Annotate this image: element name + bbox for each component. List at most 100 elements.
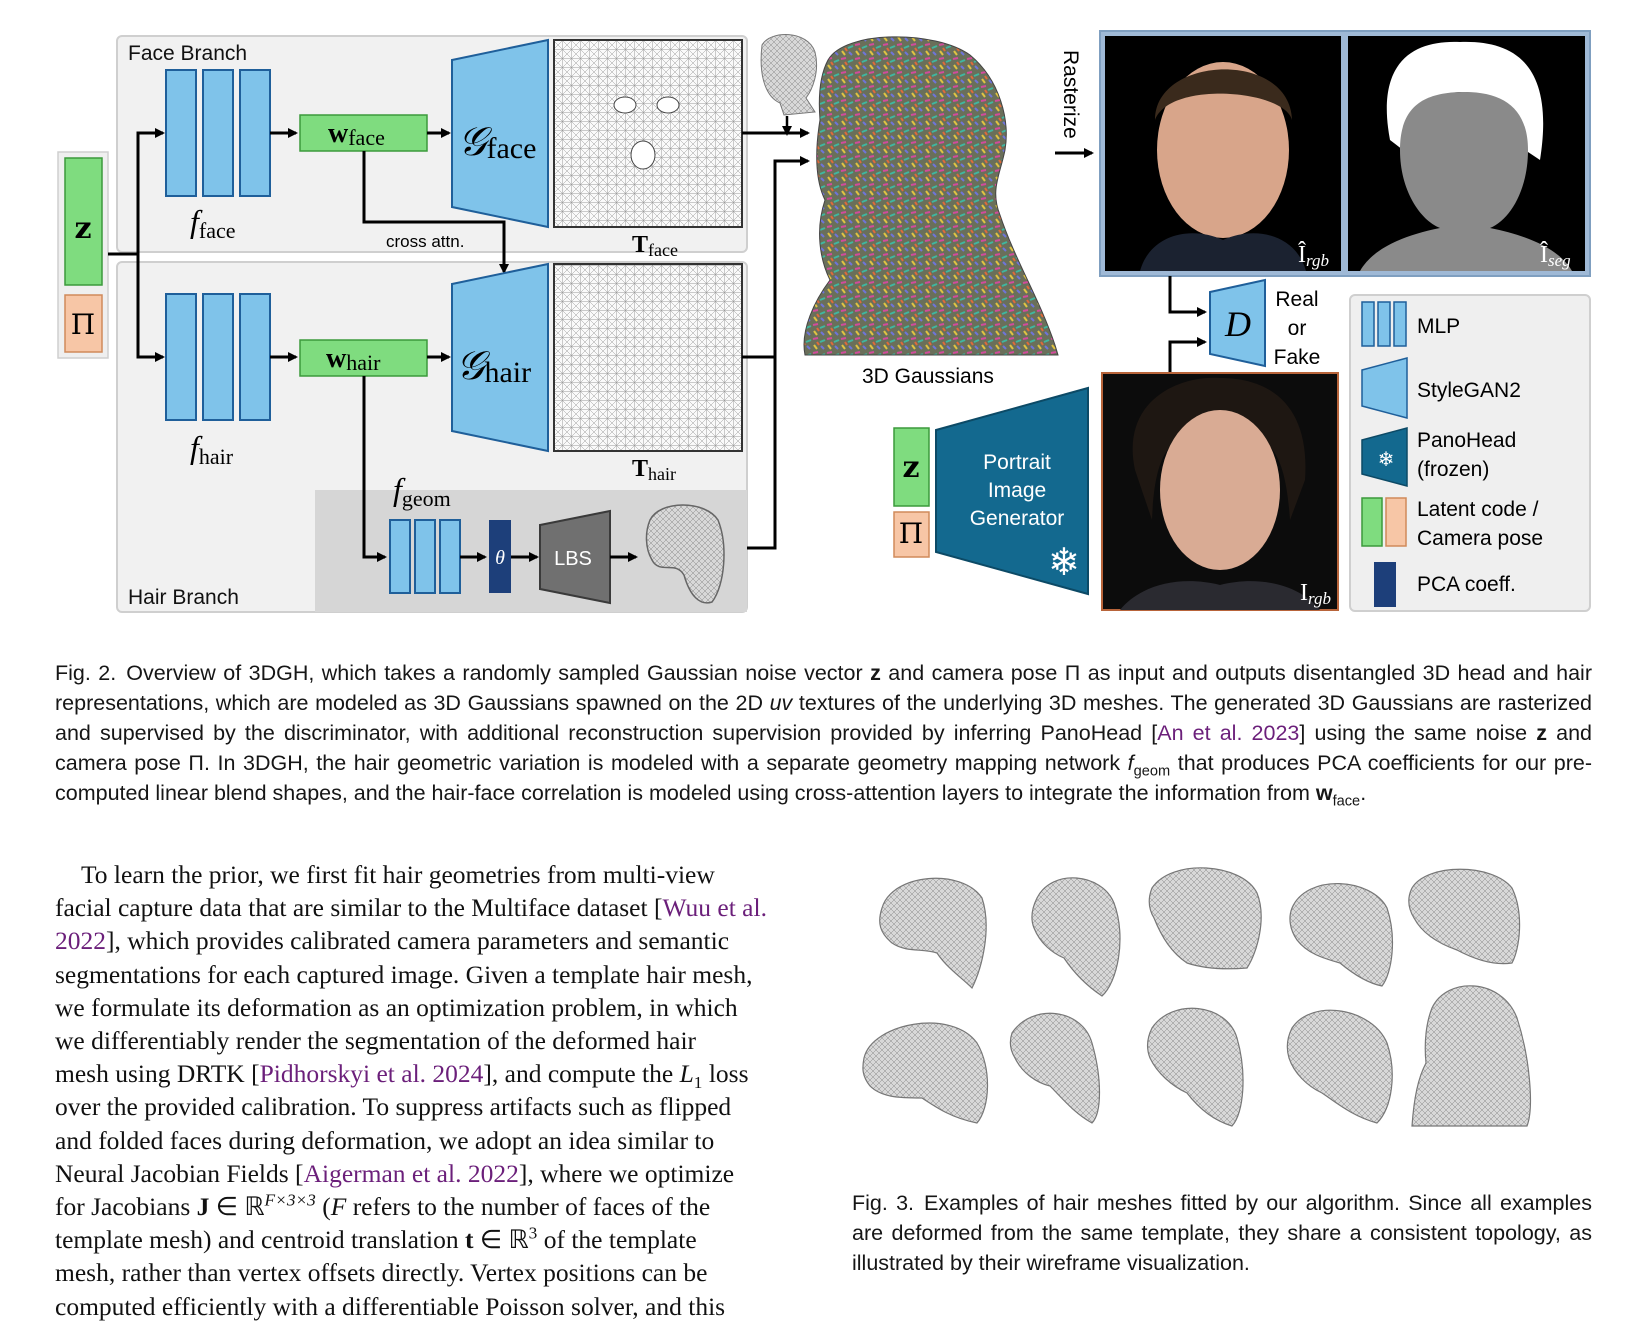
caption-part: uv (769, 691, 793, 715)
panohead-face (1160, 410, 1280, 570)
body-line: computed efficiently with a differentiab… (55, 1291, 726, 1321)
caption-part: f (1127, 751, 1134, 775)
gaussians-head (803, 36, 1059, 356)
legend-panohead-icon (1361, 427, 1408, 487)
gaussians-label: 3D Gaussians (862, 365, 994, 388)
rasterize-label: Rasterize (1059, 50, 1082, 139)
rendered-rgb-shoulders (1140, 233, 1306, 271)
pca-theta-label: θ (495, 547, 505, 569)
caption-part: and camera pose Π as input and outputs d… (55, 661, 1592, 715)
t-hair-texture (553, 263, 743, 452)
panohead-rgb-label: Irgb (1300, 580, 1331, 608)
citation-link[interactable]: An et al. 2023 (1157, 721, 1300, 745)
or-label: or (1288, 317, 1307, 340)
body-line: we differentiably render the segmentatio… (55, 1026, 697, 1056)
pg-latent-z-label: z (902, 450, 919, 485)
legend-mlp-icon (1361, 301, 1407, 347)
body-line: Neural Jacobian Fields [Aigerman et al. … (55, 1158, 735, 1188)
citation-link[interactable]: 2022 (55, 926, 106, 956)
portrait-image-generator (935, 386, 1089, 596)
legend-camera-icon (1385, 497, 1407, 547)
rendered-rgb-label: Îrgb (1298, 242, 1329, 270)
legend-panohead-label-1: PanoHead (1417, 429, 1516, 452)
body-line: mesh, rather than vertex offsets directl… (55, 1258, 708, 1288)
pg-label-line1: Portrait (983, 451, 1051, 474)
caption-part: z (870, 661, 881, 685)
g-face-generator (451, 38, 549, 229)
body-line: To learn the prior, we first fit hair ge… (81, 860, 715, 889)
legend-latent-label-2: Camera pose (1417, 527, 1543, 550)
latent-z-box (64, 157, 103, 286)
hair-mesh-7 (1009, 1012, 1101, 1124)
hair-mesh-1 (879, 877, 987, 990)
citation-link[interactable]: Aigerman et al. 2022 (303, 1158, 519, 1188)
body-line: over the provided calibration. To suppre… (55, 1092, 732, 1122)
f-geom-mlp (389, 519, 461, 594)
discriminator-block (1209, 278, 1266, 368)
lbs-label: LBS (554, 548, 592, 570)
latent-z-label: z (74, 211, 91, 246)
pca-theta-box (489, 520, 511, 593)
body-line: mesh using DRTK [Pidhorskyi et al. 2024]… (55, 1059, 749, 1093)
t-face-eye-left (613, 96, 637, 114)
rendered-seg-hair (1386, 41, 1544, 160)
fake-label: Fake (1274, 346, 1321, 369)
camera-pose-box (64, 294, 103, 353)
legend-mlp-label: MLP (1417, 315, 1460, 338)
hair-branch-label: Hair Branch (128, 586, 239, 609)
lbs-block (539, 509, 611, 605)
hair-mesh-2 (1031, 877, 1121, 997)
rendered-seg-label: Îseg (1540, 242, 1571, 270)
pg-camera-pose-box (893, 511, 930, 558)
hair-mesh-6 (862, 1022, 989, 1124)
pg-label-line2: Image (988, 479, 1046, 502)
hair-mesh-3 (1148, 867, 1262, 970)
f-hair-mlp (165, 293, 271, 421)
figure-2-caption-label: Fig. 2. (55, 661, 117, 685)
legend-pca-icon (1374, 562, 1396, 607)
caption-part: that produces PCA coefficients for our p… (55, 751, 1592, 805)
hair-mesh-10 (1411, 985, 1531, 1127)
caption-part: geom (1133, 763, 1171, 780)
body-line: and folded faces during deformation, we … (55, 1125, 715, 1155)
pg-latent-z-box (893, 427, 930, 507)
hair-mesh-4 (1289, 883, 1394, 987)
panohead-hair (1132, 377, 1306, 520)
discriminator-label: D (1224, 304, 1251, 344)
figure-2-caption: Fig. 2. Overview of 3DGH, which takes a r… (55, 658, 1592, 810)
pg-label-line3: Generator (970, 507, 1065, 530)
body-paragraph: To learn the prior, we first fit hair ge… (55, 858, 791, 1323)
legend-stylegan-label: StyleGAN2 (1417, 379, 1521, 402)
rendered-rgb-face (1157, 62, 1289, 238)
legend-latent-icon (1361, 497, 1383, 547)
w-face-box (299, 114, 428, 152)
legend-snowflake-icon: ❄ (1378, 447, 1395, 471)
figure-3-caption-label: Fig. 3. (852, 1191, 915, 1215)
citation-link[interactable]: Wuu et al. (662, 893, 767, 923)
legend-box (1349, 294, 1591, 612)
figure-3-caption-text: Examples of hair meshes fitted by our al… (852, 1191, 1592, 1275)
legend-panohead-label-2: (frozen) (1417, 458, 1489, 481)
caption-part: Overview of 3DGH, which takes a randomly… (126, 661, 871, 685)
camera-pose-label: Π (71, 308, 95, 341)
pg-camera-pose-label: Π (899, 517, 923, 550)
citation-link[interactable]: Pidhorskyi et al. 2024 (259, 1059, 484, 1089)
caption-part: ] using the same noise (1299, 721, 1537, 745)
t-face-mouth (630, 140, 656, 170)
real-label: Real (1275, 288, 1318, 311)
body-line: we formulate its deformation as an optim… (55, 992, 738, 1022)
caption-part: . (1360, 781, 1367, 805)
caption-part: face (1332, 793, 1361, 810)
f-face-mlp (165, 69, 271, 197)
rendered-seg-body (1360, 92, 1572, 271)
figure-3-caption: Fig. 3.Examples of hair meshes fitted by… (852, 1188, 1592, 1278)
body-line: facial capture data that are similar to … (55, 893, 767, 923)
legend-stylegan-icon (1361, 357, 1408, 419)
body-line: template mesh) and centroid translation … (55, 1223, 697, 1255)
body-line: 2022], which provides calibrated camera … (55, 926, 730, 956)
t-face-eye-right (656, 96, 680, 114)
body-line: segmentations for each captured image. G… (55, 959, 753, 989)
caption-part: textures of the underlying 3D meshes. Th… (55, 691, 1592, 745)
g-hair-generator (451, 262, 549, 453)
rendered-rgb-hair (1155, 69, 1292, 120)
